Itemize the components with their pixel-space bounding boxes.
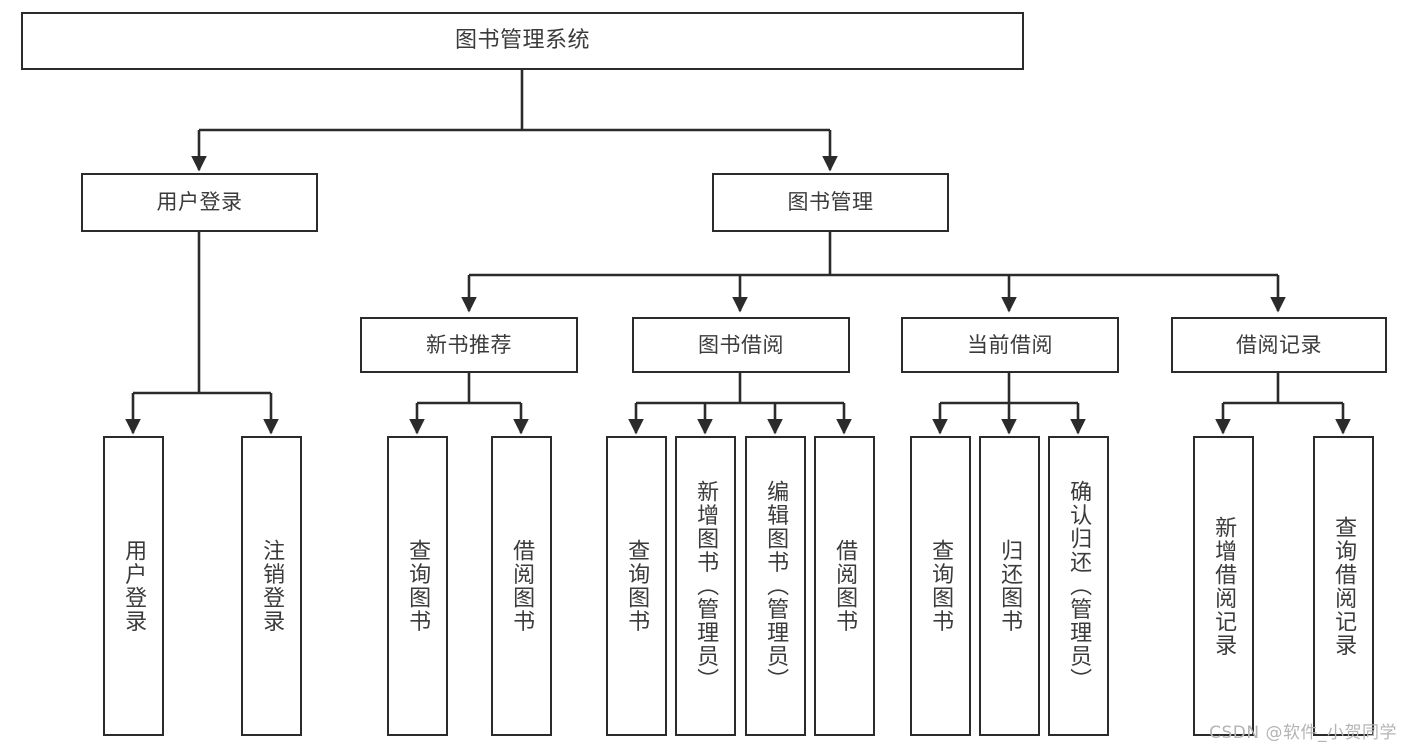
node-leaf-query-borrow-record-label: 查询借阅记录 — [1331, 515, 1357, 657]
node-leaf-borrow-book[interactable]: 借阅图书 — [814, 436, 875, 736]
node-leaf-user-login[interactable]: 用户登录 — [103, 436, 164, 736]
node-leaf-add-book-admin[interactable]: 新增图书（管理员） — [675, 436, 736, 736]
node-leaf-current-query-book[interactable]: 查询图书 — [910, 436, 971, 736]
node-current-borrow-label: 当前借阅 — [967, 332, 1053, 357]
node-leaf-borrow-query-book-label: 查询图书 — [624, 539, 650, 633]
node-leaf-add-book-admin-label: 新增图书（管理员） — [693, 480, 719, 692]
node-leaf-borrow-book-label: 借阅图书 — [832, 539, 858, 633]
node-leaf-confirm-return-admin[interactable]: 确认归还（管理员） — [1048, 436, 1109, 736]
node-root-system[interactable]: 图书管理系统 — [21, 12, 1024, 70]
node-leaf-logout[interactable]: 注销登录 — [241, 436, 302, 736]
node-current-borrow[interactable]: 当前借阅 — [901, 317, 1119, 373]
node-leaf-return-book-label: 归还图书 — [997, 539, 1023, 633]
node-leaf-return-book[interactable]: 归还图书 — [979, 436, 1040, 736]
node-borrow-record[interactable]: 借阅记录 — [1171, 317, 1387, 373]
node-new-book-recommend-label: 新书推荐 — [426, 332, 512, 357]
node-root-system-label: 图书管理系统 — [454, 28, 590, 54]
node-leaf-edit-book-admin[interactable]: 编辑图书（管理员） — [745, 436, 806, 736]
node-leaf-current-query-book-label: 查询图书 — [928, 539, 954, 633]
node-leaf-query-borrow-record[interactable]: 查询借阅记录 — [1313, 436, 1374, 736]
node-user-login[interactable]: 用户登录 — [81, 173, 318, 232]
node-book-management-label: 图书管理 — [787, 190, 874, 215]
node-leaf-add-borrow-record-label: 新增借阅记录 — [1211, 515, 1237, 657]
node-leaf-newbook-borrow-book[interactable]: 借阅图书 — [491, 436, 552, 736]
node-leaf-add-borrow-record[interactable]: 新增借阅记录 — [1193, 436, 1254, 736]
node-borrow-record-label: 借阅记录 — [1236, 332, 1322, 357]
node-book-management[interactable]: 图书管理 — [712, 173, 949, 232]
node-book-borrow[interactable]: 图书借阅 — [632, 317, 850, 373]
node-user-login-label: 用户登录 — [156, 190, 243, 215]
node-leaf-borrow-query-book[interactable]: 查询图书 — [606, 436, 667, 736]
csdn-watermark: CSDN @软件_小贺同学 — [1209, 723, 1397, 743]
node-book-borrow-label: 图书借阅 — [698, 332, 784, 357]
node-leaf-confirm-return-admin-label: 确认归还（管理员） — [1066, 480, 1092, 692]
node-leaf-edit-book-admin-label: 编辑图书（管理员） — [763, 480, 789, 692]
node-new-book-recommend[interactable]: 新书推荐 — [360, 317, 578, 373]
node-leaf-logout-label: 注销登录 — [259, 539, 285, 633]
node-leaf-newbook-borrow-book-label: 借阅图书 — [509, 539, 535, 633]
node-leaf-newbook-query-book[interactable]: 查询图书 — [387, 436, 448, 736]
node-leaf-newbook-query-book-label: 查询图书 — [405, 539, 431, 633]
node-leaf-user-login-label: 用户登录 — [121, 539, 147, 633]
